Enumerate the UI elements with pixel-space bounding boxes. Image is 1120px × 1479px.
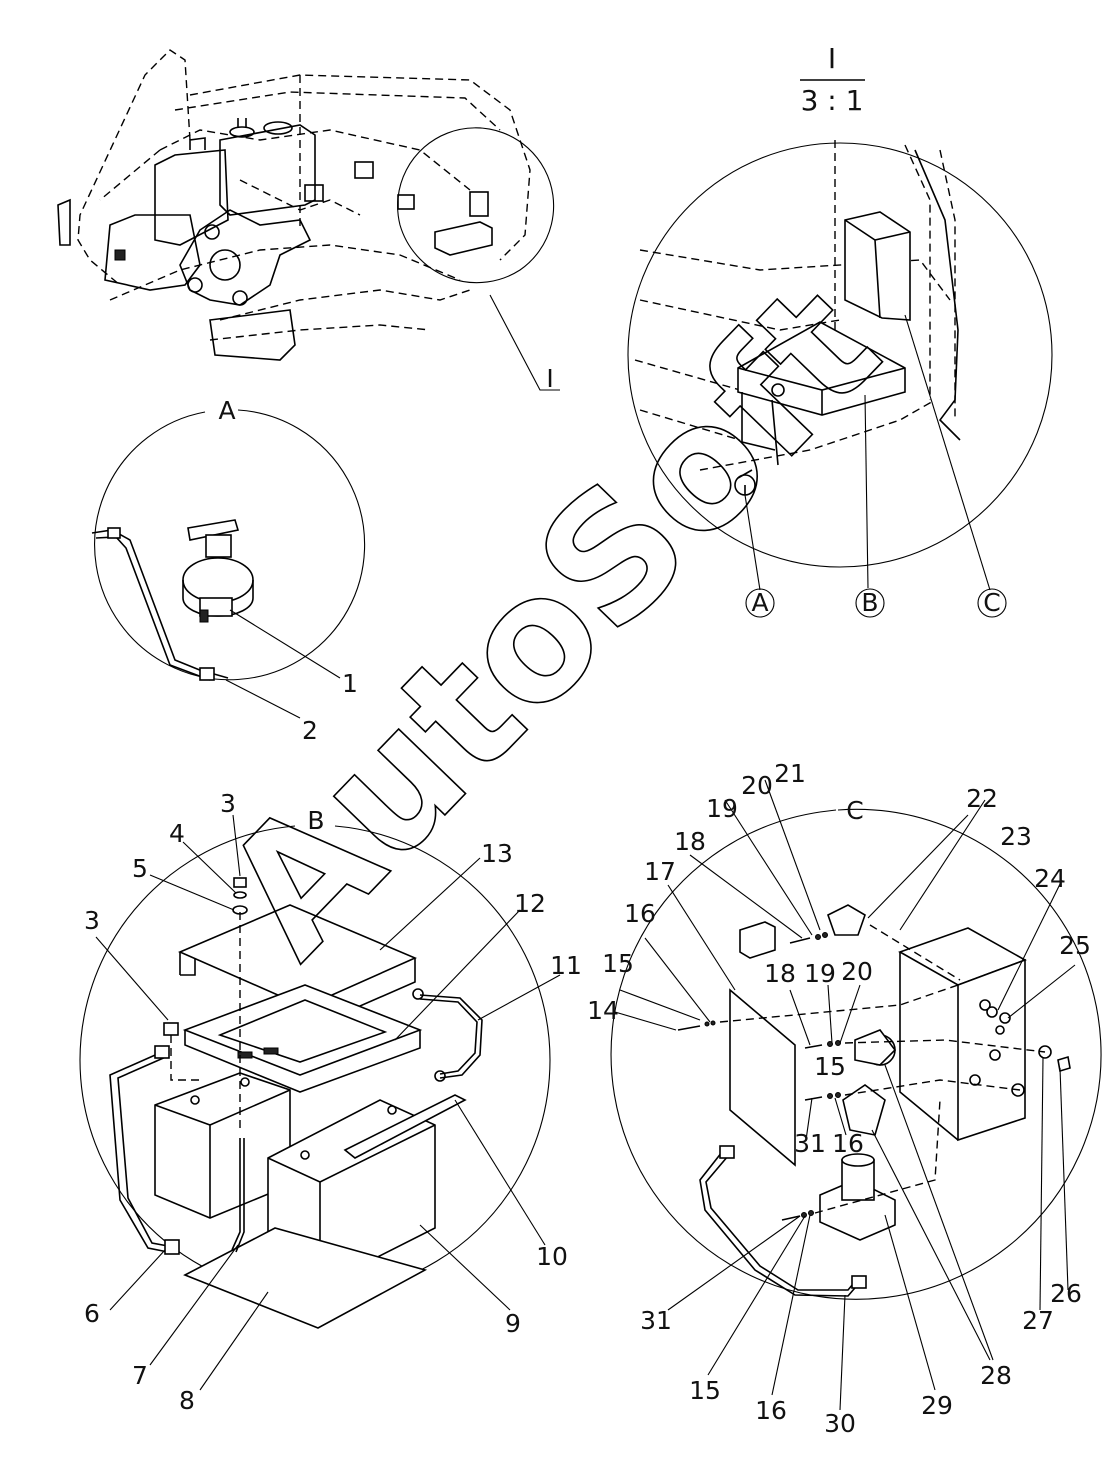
part-number-15c: 15	[689, 1376, 721, 1405]
part-number-8: 8	[179, 1386, 195, 1415]
part-number-19: 19	[706, 794, 738, 823]
part-number-19b: 19	[804, 959, 836, 988]
part-number-18: 18	[674, 827, 706, 856]
view-label-c: C	[846, 796, 863, 825]
part-number-30: 30	[824, 1409, 856, 1438]
part-number-16b: 16	[832, 1129, 864, 1158]
callout-b: B	[861, 588, 878, 617]
part-number-labels: 1 2 3 4 5 3 13 12 11 10 9 8 7 6 21 20 19…	[84, 669, 1091, 1438]
part-number-20: 20	[741, 771, 773, 800]
part-number-24: 24	[1034, 864, 1066, 893]
part-number-28: 28	[980, 1361, 1012, 1390]
callout-a: A	[751, 588, 768, 617]
part-number-23: 23	[1000, 822, 1032, 851]
part-number-12: 12	[514, 889, 546, 918]
part-number-13: 13	[481, 839, 513, 868]
part-number-21: 21	[774, 759, 806, 788]
part-number-4: 4	[169, 819, 185, 848]
view-a-switch	[91, 409, 366, 719]
part-number-10: 10	[536, 1242, 568, 1271]
part-number-16: 16	[624, 899, 656, 928]
part-number-22: 22	[966, 784, 998, 813]
machine-overview	[57, 49, 560, 391]
part-number-18b: 18	[764, 959, 796, 988]
detail-leader-label: I	[546, 364, 553, 393]
part-number-27: 27	[1022, 1306, 1054, 1335]
part-number-17: 17	[644, 857, 676, 886]
part-number-2: 2	[302, 716, 318, 745]
detail-name: I	[828, 42, 836, 75]
part-number-20b: 20	[841, 957, 873, 986]
callout-c: C	[983, 588, 1000, 617]
part-number-6: 6	[84, 1299, 100, 1328]
part-number-11: 11	[550, 951, 582, 980]
view-label-a: A	[218, 396, 235, 425]
detail-scale: 3 : 1	[801, 84, 864, 117]
part-number-3: 3	[220, 789, 236, 818]
callout-a-circle	[745, 588, 775, 618]
part-number-31b: 31	[640, 1306, 672, 1335]
part-number-26: 26	[1050, 1279, 1082, 1308]
part-number-9: 9	[505, 1309, 521, 1338]
part-number-25: 25	[1059, 931, 1091, 960]
part-number-14: 14	[587, 996, 619, 1025]
part-number-5: 5	[132, 854, 148, 883]
part-number-31: 31	[794, 1129, 826, 1158]
part-number-15b: 15	[814, 1052, 846, 1081]
part-number-7: 7	[132, 1361, 148, 1390]
detail-I-view	[627, 79, 1053, 591]
part-number-29: 29	[921, 1391, 953, 1420]
part-number-1: 1	[342, 669, 358, 698]
view-c-box	[610, 779, 1102, 1411]
view-b-battery	[79, 814, 561, 1391]
part-number-3b: 3	[84, 906, 100, 935]
callout-b-circle	[855, 588, 885, 618]
callout-c-circle	[977, 588, 1007, 618]
part-number-16c: 16	[755, 1396, 787, 1425]
view-label-b: B	[307, 806, 324, 835]
watermark: AutoSoft	[187, 248, 916, 993]
part-number-15: 15	[602, 949, 634, 978]
